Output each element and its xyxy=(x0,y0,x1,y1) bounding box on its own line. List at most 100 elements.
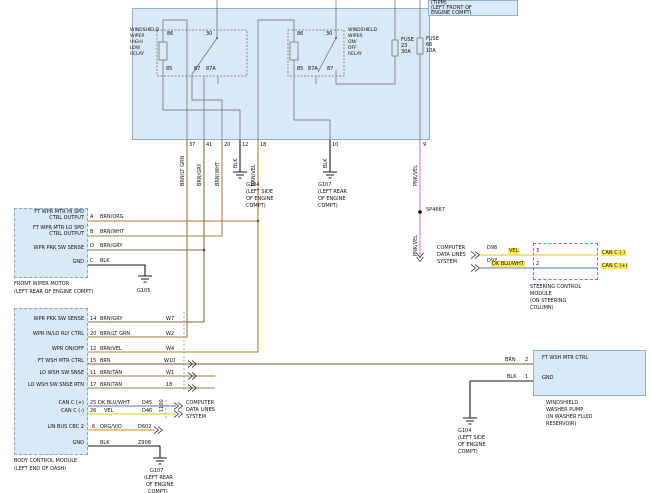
tipm-pin-12: 12 xyxy=(242,142,249,148)
bcm-wire-14: BRN/GRY xyxy=(100,316,123,322)
washer-wire-blk: BLK xyxy=(507,374,517,380)
washer-wire-brn: BRN xyxy=(505,357,516,363)
wire-label-brn-gry: BRN/GRY xyxy=(197,163,203,186)
relay1-pin-87a: 87A xyxy=(206,66,216,72)
body-control-module-box xyxy=(14,308,88,455)
washer-title: FT WSH MTR CTRL xyxy=(542,355,589,361)
scm-wire-vel: VEL xyxy=(508,248,520,254)
fuse66-label-3: 10A xyxy=(426,48,436,54)
tipm-pin-20: 20 xyxy=(224,142,231,148)
tipm-location-line2: (LEFT FRONT OF xyxy=(431,5,472,11)
wire-label-pnk-vel-2: PNK/VEL xyxy=(413,234,419,256)
bcm-conn-25: D45 xyxy=(142,400,153,406)
g107-top-name: G107 xyxy=(318,182,332,188)
bcm-pin-6: 6 xyxy=(92,424,96,430)
bcm-conn-26: D46 xyxy=(142,408,153,414)
bcm-conn-15: W10 xyxy=(164,358,176,364)
tipm-pin-10: 10 xyxy=(332,142,339,148)
bcm-wire-17: BRN/TAN xyxy=(100,382,123,388)
scm-pin-2: 2 xyxy=(536,261,540,267)
bcm-fn-12: WPR ON/OFF xyxy=(51,346,84,352)
relay1-name-4: LOW xyxy=(130,46,141,51)
relay2-pin-30: 30 xyxy=(326,31,333,37)
scm-can-minus: CAN C (-) xyxy=(601,250,627,256)
scm-pin-3: 3 xyxy=(536,248,540,254)
tipm-pin-18: 18 xyxy=(260,142,267,148)
motor-row-c-fn: GND xyxy=(72,259,84,265)
fuse66-label-1: FUSE xyxy=(426,36,439,42)
bcm-conn-gnd: Z908 xyxy=(138,440,151,446)
bcm-wire-gnd: BLK xyxy=(100,440,110,446)
bcm-pin-15: 15 xyxy=(90,358,97,364)
motor-row-d-fn: WPR PRK SW SENSE xyxy=(33,245,85,251)
bcm-conn-6: D602 xyxy=(138,424,152,430)
motor-wire-c: BLK xyxy=(100,258,110,264)
bcm-wire-25: DK BLU/WHT xyxy=(98,400,130,406)
wire-label-pnk-vel-1: PNK/VEL xyxy=(413,164,419,186)
junction-dot-hi xyxy=(256,219,260,223)
motor-wire-d: BRN/GRY xyxy=(100,243,123,249)
datalines-right-2: DATA LINES xyxy=(437,252,466,258)
relay2-name-1: WINDSHIELD xyxy=(348,28,377,33)
bcm-pin-17: 17 xyxy=(90,382,97,388)
relay2-name-3: ON/ xyxy=(348,40,357,45)
relay2-pin-86: 86 xyxy=(297,31,304,37)
bcm-conn-17: 18 xyxy=(166,382,173,388)
motor-row-b-fn1: FT WPR MTR LO SPD xyxy=(32,225,84,231)
motor-row-b-fn2: CTRL OUTPUT xyxy=(49,231,84,237)
washer-name-3: (IN WASHER FLUID xyxy=(546,414,593,420)
motor-row-a-fn2: CTRL OUTPUT xyxy=(49,215,84,221)
relay2-name-4: OFF xyxy=(348,46,357,51)
g105-name: G105 xyxy=(137,288,151,294)
bcm-wire-12: BRN/VEL xyxy=(100,346,122,352)
relay1-name-5: RELAY xyxy=(130,52,145,57)
datalines-right-3: SYSTEM xyxy=(437,259,457,265)
wire-blk xyxy=(88,140,533,458)
bcm-pin-11: 11 xyxy=(90,370,97,376)
bcm-fn-15: FT WSH MTR CTRL xyxy=(37,358,84,364)
motor-row-a-fn1: FT WPR MTR HI SPD xyxy=(34,209,84,215)
wire-brn-wht xyxy=(88,140,223,237)
tipm-location-line3: ENGINE COMPT) xyxy=(431,10,472,16)
motor-name-1: FRONT WIPER MOTOR xyxy=(14,281,70,287)
g107-top-loc-2: OF ENGINE xyxy=(318,196,346,202)
bcm-pin-14: 14 xyxy=(90,316,97,322)
g104-right-loc-1: (LEFT SIDE xyxy=(458,435,485,441)
bcm-fn-26: CAN C (-) xyxy=(60,408,84,414)
steering-control-module-box xyxy=(533,243,598,280)
bcm-fn-25: CAN C (+) xyxy=(58,400,84,406)
bcm-conn-12: W4 xyxy=(166,346,175,352)
wire-dk-blu-wht xyxy=(88,267,598,407)
bcm-conn-20: W2 xyxy=(166,331,175,337)
washer-name-2: WASHER PUMP xyxy=(546,407,584,413)
g104-right-loc-2: OF ENGINE xyxy=(458,442,486,448)
bcm-name-1: BODY CONTROL MODULE xyxy=(14,458,78,464)
bcm-pin-25: 25 xyxy=(90,400,97,406)
bcm-fn-17: LO WSH SW SNSE RTN xyxy=(27,382,84,388)
relay2-pin-85: 85 xyxy=(297,66,304,72)
g104-top-loc-2: OF ENGINE xyxy=(246,196,274,202)
relay2-pin-87a: 87A xyxy=(308,66,318,72)
scm-wire-dk-blu-wht: DK BLU/WHT xyxy=(491,261,525,267)
bcm-fn-6: LIN BUS CBC 2 xyxy=(47,424,84,430)
fuse23-label-3: 30A xyxy=(401,49,411,55)
bcm-conn-1100: 1100 xyxy=(159,399,165,412)
washer-gnd: GND xyxy=(542,375,554,381)
relay2-name-5: RELAY xyxy=(348,52,363,57)
wire-label-blk-2: BLK xyxy=(323,158,329,169)
bcm-fn-11: LO WSH SW SNSE xyxy=(39,370,84,376)
tipm-pin-9: 9 xyxy=(423,142,427,148)
scm-name-3: (ON STEERING xyxy=(530,298,567,304)
fuse23-label-1: FUSE xyxy=(401,37,414,43)
relay2-name-2: WIPER xyxy=(348,34,363,39)
front-wiper-motor-box xyxy=(14,208,88,278)
scm-name-1: STEERING CONTROL xyxy=(530,284,582,290)
tipm-label-box xyxy=(428,0,518,16)
bcm-wire-26: VEL xyxy=(104,408,114,414)
datalines-left-3: SYSTEM xyxy=(186,414,206,420)
relay1-name-2: WIPER xyxy=(130,34,145,39)
wire-brn-lt-grn xyxy=(88,140,188,338)
motor-wire-b: BRN/WHT xyxy=(100,229,125,235)
scm-can-plus: CAN C (+) xyxy=(601,263,629,269)
g104-right-loc-3: COMPT) xyxy=(458,449,478,455)
